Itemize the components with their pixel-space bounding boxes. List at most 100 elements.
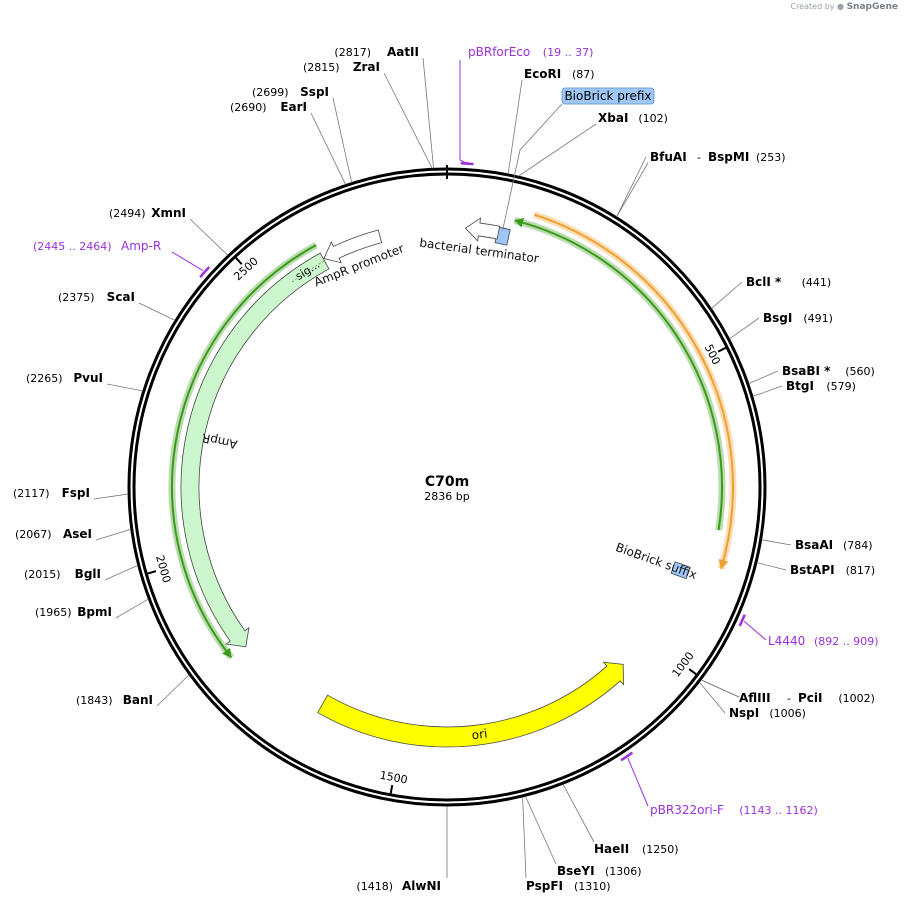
site-leader (115, 598, 149, 619)
site-leader (93, 493, 129, 500)
orf-halo (513, 217, 726, 531)
primer-amp-r[interactable]: Amp-R(2445 .. 2464) (33, 239, 211, 278)
site-name: AatII (387, 45, 419, 59)
site-leader (761, 539, 792, 546)
site-name: SspI (300, 85, 329, 99)
primer-range: (2445 .. 2464) (33, 240, 112, 253)
site-leader (700, 679, 740, 698)
feature-biobrick-suffix[interactable] (670, 561, 691, 580)
site-pcii[interactable]: PciI (1002) (700, 679, 875, 705)
biobrick-prefix-label-box (561, 87, 655, 105)
site-zrai[interactable]: ZraI(2815) (303, 60, 433, 169)
site-position: (2375) (58, 291, 95, 304)
feature-label-biobrick-prefix: BioBrick prefix (564, 89, 651, 103)
site-bani[interactable]: BanI(1843) (76, 674, 190, 707)
site-name: ScaI (107, 290, 135, 304)
biobrick-prefix-callout: BioBrick prefix (502, 87, 655, 231)
site-aatii[interactable]: AatII (2817) (334, 45, 434, 169)
tick-mark (234, 256, 243, 265)
site-pspfi[interactable]: PspFI (1310) (522, 796, 611, 893)
site-leader (729, 317, 760, 340)
site-bgli[interactable]: BglI(2015) (24, 564, 138, 581)
site-nspi[interactable]: NspI (1006) (699, 681, 806, 720)
site-combined-dash: - (787, 692, 791, 705)
site-name: XbaI (598, 111, 628, 125)
site-eari[interactable]: EarI(2690) (230, 100, 346, 185)
site-name: PspFI (526, 879, 563, 893)
primer-mark (738, 614, 746, 627)
site-position: (441) (802, 276, 832, 289)
site-bsgi[interactable]: BsgI(491) (729, 311, 833, 340)
site-sspi[interactable]: SspI(2699) (252, 85, 353, 183)
site-xbai[interactable]: XbaI (102) (518, 111, 668, 177)
site-name: NspI (729, 706, 759, 720)
feature-label-bacterial-terminator: bacterial terminator (419, 236, 540, 266)
site-leader (699, 681, 726, 714)
site-alwni[interactable]: AlwNI(1418) (356, 806, 448, 893)
feature-layer: BioBrick prefix bacterial terminatorBioBr… (180, 87, 699, 748)
site-leader (189, 218, 229, 256)
site-position: (2067) (15, 528, 52, 541)
site-asei[interactable]: AseI(2067) (15, 527, 131, 541)
feature-sig (291, 260, 325, 283)
site-bpmi[interactable]: BpmI(1965) (35, 598, 149, 619)
site-position: (1006) (769, 707, 806, 720)
site-scai[interactable]: ScaI (2375) (58, 290, 176, 321)
site-name: AflIII (739, 691, 771, 705)
feature-label-ori: ori (471, 726, 488, 742)
site-leader (562, 783, 595, 843)
site-position: (579) (826, 380, 856, 393)
site-combined-dash: - (697, 151, 701, 164)
site-position: (1002) (838, 692, 875, 705)
orf-arrowhead (718, 559, 729, 569)
site-bseyi[interactable]: BseYI(1306) (524, 796, 642, 878)
site-ecori[interactable]: EcoRI(87) (507, 67, 595, 174)
site-bcli[interactable]: BclI *(441) (711, 275, 831, 309)
primer-range: (1143 .. 1162) (739, 804, 818, 817)
site-bsabi[interactable]: BsaBI *(560) (748, 364, 875, 384)
site-name: BspMI (708, 150, 749, 164)
site-haeii[interactable]: HaeII(1250) (562, 783, 679, 856)
site-bspmi[interactable]: BspMI (253) (616, 150, 786, 218)
primer-leader (627, 758, 649, 807)
snapgene-logo-icon: ● (837, 2, 845, 11)
site-position: (1250) (642, 843, 679, 856)
feature-ori[interactable] (317, 661, 624, 748)
site-position: (1965) (35, 606, 72, 619)
tick-label: 1000 (670, 649, 697, 679)
site-position: (1310) (574, 880, 611, 893)
site-position: (2265) (26, 372, 63, 385)
site-leader (616, 162, 649, 218)
site-position: (491) (803, 312, 833, 325)
feature-ampr-promoter[interactable] (323, 229, 383, 264)
site-afliii[interactable]: AflIII (700, 679, 771, 705)
site-position: (2817) (334, 46, 371, 59)
center-labels: C70m 2836 bp (424, 474, 469, 503)
site-fspi[interactable]: FspI(2117) (13, 486, 129, 500)
site-bsaai[interactable]: BsaAI(784) (761, 538, 873, 552)
site-position: (102) (638, 112, 668, 125)
site-bstapi[interactable]: BstAPI(817) (756, 562, 875, 577)
orf-line (533, 213, 734, 570)
site-xmni[interactable]: XmnI(2494) (109, 206, 229, 256)
tick-label: 1500 (379, 769, 409, 787)
site-name: BstAPI (790, 563, 835, 577)
feature-label-biobrick-suffix: BioBrick suffix (614, 540, 699, 582)
site-btgi[interactable]: BtgI(579) (752, 379, 856, 397)
site-pvui[interactable]: PvuI(2265) (26, 371, 143, 392)
primer-pbrforeco[interactable]: pBRforEco(19 .. 37) (459, 45, 593, 166)
site-bfuai[interactable]: BfuAI (616, 150, 687, 217)
site-name: PciI (798, 691, 823, 705)
site-leader (104, 564, 138, 581)
site-name: FspI (62, 486, 90, 500)
site-leader (524, 796, 557, 865)
primer-pbr322ori-f[interactable]: pBR322ori-F (1143 .. 1162) (620, 751, 818, 817)
feature-bacterial-terminator[interactable] (464, 217, 501, 242)
feature-ampr[interactable] (180, 252, 330, 648)
primer-name: pBR322ori-F (650, 803, 724, 817)
primer-l4440[interactable]: L4440(892 .. 909) (738, 614, 879, 648)
site-leader (507, 79, 523, 174)
site-leader (95, 528, 131, 541)
site-name: BfuAI (650, 150, 687, 164)
site-position: (253) (756, 151, 786, 164)
